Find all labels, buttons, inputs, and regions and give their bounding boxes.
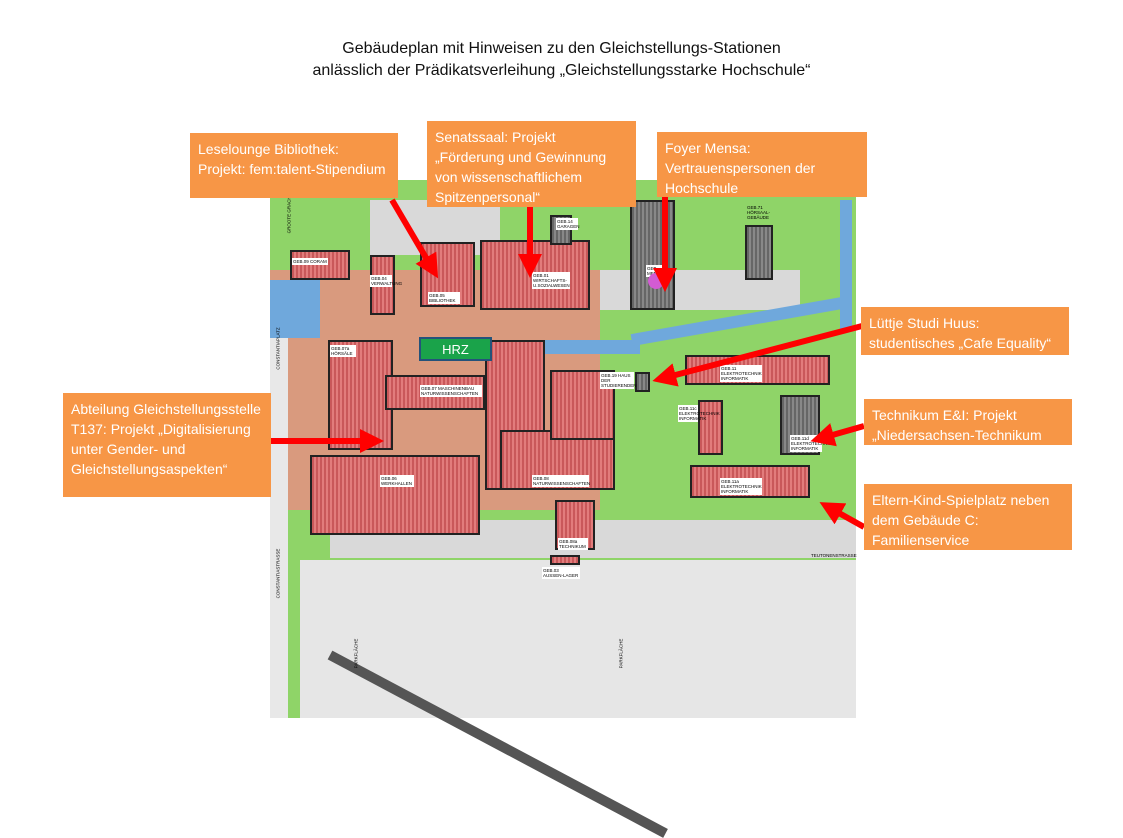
label-coram: GEB.09 CORAM: [292, 258, 328, 265]
building-lager: [550, 555, 580, 565]
label-lager: GEB.03 AUSSEN-LAGER: [542, 567, 580, 579]
callout-studi-huus: Lüttje Studi Huus: studentisches „Cafe E…: [861, 307, 1069, 355]
building-et2: [698, 400, 723, 455]
arrow-technikum: [810, 423, 865, 447]
building-coram: [290, 250, 350, 280]
arrow-studi-huus: [652, 323, 863, 387]
label-bibliothek: GEB.05 BIBLIOTHEK: [428, 292, 460, 304]
constantia-street: [270, 280, 288, 718]
label-hoersaele: GEB.07a HÖRSÄLE: [330, 345, 356, 357]
arrow-spielplatz: [819, 502, 866, 530]
label-maschinenbau: GEB.07 MASCHINENBAU NATURWISSENSCHAFTEN: [420, 385, 482, 397]
label-verwaltung: GEB.04 VERWALTUNG: [370, 275, 403, 287]
label-garagen: GEB.14 GARAGEN: [556, 218, 580, 230]
campus-map: GEB.09 CORAM GEB.04 VERWALTUNG GEB.05 BI…: [270, 180, 857, 838]
canal-north: [840, 200, 852, 330]
callout-spielplatz: Eltern-Kind-Spielplatz neben dem Gebäude…: [864, 484, 1072, 550]
label-naturwiss: GEB.08 NATURWISSENSCHAFTEN: [532, 475, 591, 487]
callout-technikum: Technikum E&I: Projekt „Niedersachsen-Te…: [864, 399, 1072, 445]
title-line-1: Gebäudeplan mit Hinweisen zu den Gleichs…: [342, 40, 781, 57]
callout-bibliothek: Leselounge Bibliothek: Projekt: fem:tale…: [190, 133, 398, 198]
label-studierende: GEB.19 HAUS DER STUDIERENDEN: [600, 372, 637, 389]
arrow-bibliothek: [389, 198, 439, 279]
label-teutonenstrasse: TEUTONENSTRASSE: [811, 553, 857, 558]
hrz-label: HRZ: [419, 337, 492, 361]
building-studierende: [635, 372, 650, 392]
label-et4: GEB.11a ELEKTROTECHNIK INFORMATIK: [720, 478, 762, 495]
label-et1: GEB.11 ELEKTROTECHNIK INFORMATIK: [720, 365, 762, 382]
label-werkhallen: GEB.06 WERKHALLEN: [380, 475, 414, 487]
pond: [270, 280, 320, 338]
callout-senatssaal: Senatssaal: Projekt „Förderung und Gewin…: [427, 121, 636, 207]
label-technikum: GEB.08a TECHNIKUM: [558, 538, 588, 550]
callout-gleichstellungsstelle: Abteilung Gleichstellungsstelle T137: Pr…: [63, 393, 271, 497]
building-werkhallen: [310, 455, 480, 535]
building-hoersaal: [745, 225, 773, 280]
title-line-2: anlässlich der Prädikatsverleihung „Glei…: [312, 62, 811, 79]
callout-mensa: Foyer Mensa: Vertrauenspersonen der Hoch…: [657, 132, 867, 197]
label-hoersaal: GEB.71 HÖRSAAL-GEBÄUDE: [747, 205, 771, 220]
arrows-layer: [271, 197, 866, 530]
